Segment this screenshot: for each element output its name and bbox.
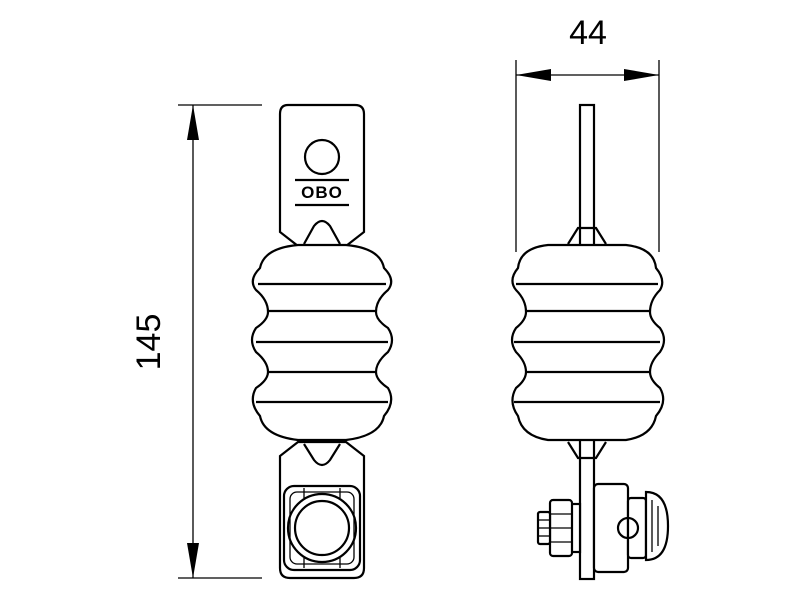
side-clamp-block	[592, 482, 630, 574]
arrowhead-left-icon	[516, 69, 551, 81]
clamp-ring-outer	[286, 492, 358, 564]
top-lug-notch	[303, 219, 341, 245]
side-view	[510, 103, 670, 581]
side-wing-knob	[644, 490, 670, 562]
clamp-body	[282, 484, 362, 572]
side-clamp-pin	[616, 516, 640, 540]
width-dimension-label: 44	[569, 14, 607, 52]
side-top-notch	[567, 226, 607, 245]
clamp-ring-inner	[293, 499, 351, 557]
arrowhead-down-icon	[187, 543, 199, 578]
top-lug	[278, 103, 366, 248]
clamp-inner-frame	[289, 491, 355, 565]
front-view: OBO	[250, 103, 394, 580]
arrowhead-up-icon	[187, 105, 199, 140]
obo-logo: OBO	[301, 183, 343, 202]
bottom-lug-notch	[303, 443, 341, 467]
height-dimension: 145	[130, 104, 262, 579]
arrowhead-right-icon	[624, 69, 659, 81]
width-dimension: 44	[515, 14, 660, 252]
side-bottom-notch	[567, 441, 607, 460]
lug-hole	[303, 138, 341, 176]
height-dimension-label: 145	[130, 314, 168, 371]
